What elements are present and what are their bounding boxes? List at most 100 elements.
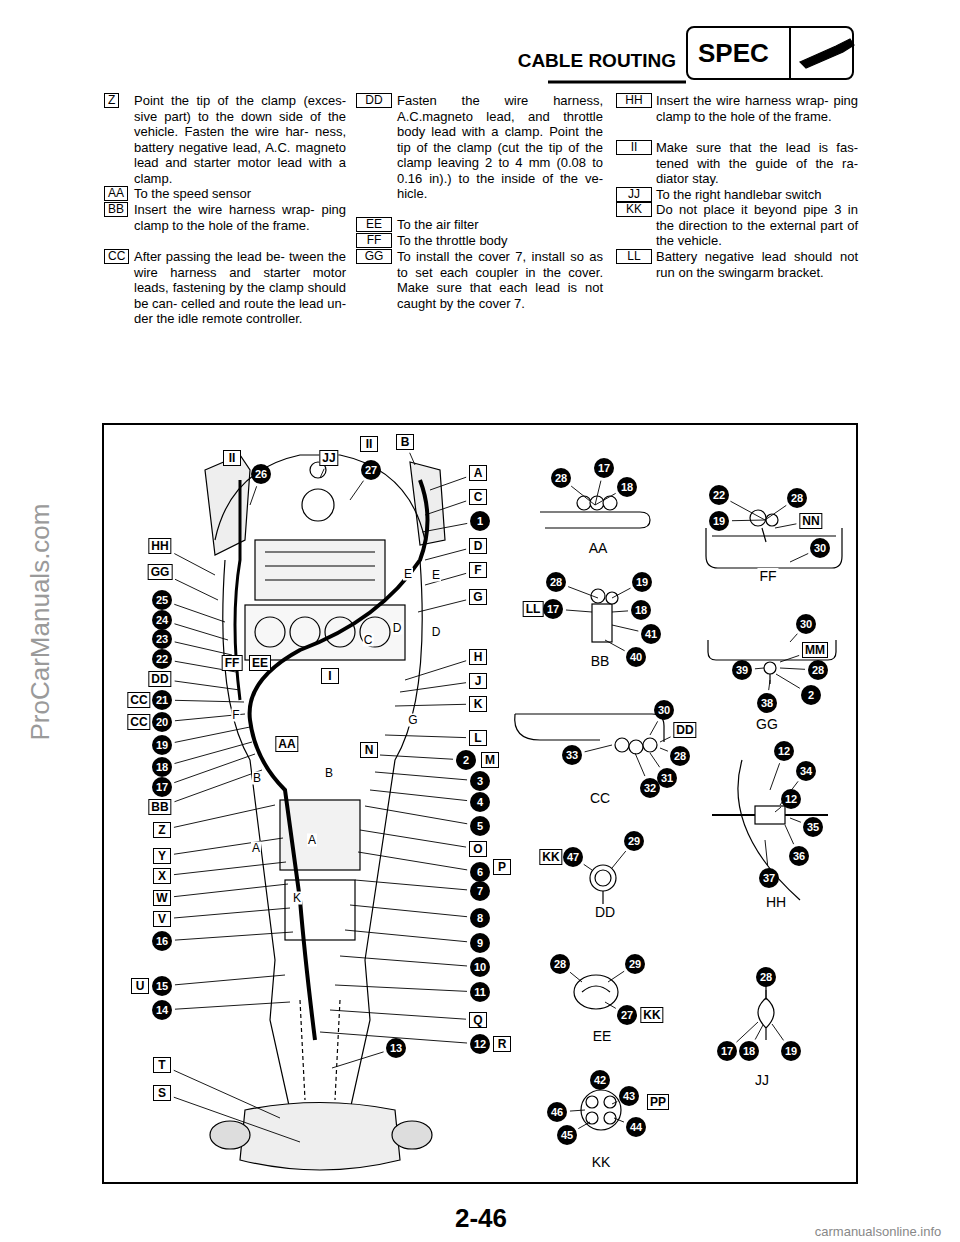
leader-line: [418, 600, 466, 612]
note-text: Insert the wire harness wrap- ping clamp…: [134, 202, 346, 233]
leader-line: [174, 604, 225, 622]
callout-number: 17: [717, 1041, 737, 1061]
callout-letter: W: [153, 890, 171, 906]
routing-letter: K: [292, 892, 302, 905]
callout-letter: R: [493, 1036, 511, 1052]
callout-number: 30: [796, 614, 816, 634]
note-text: To the right handlebar switch: [656, 187, 858, 203]
note-letter: FF: [356, 233, 392, 248]
routing-letter: A: [251, 842, 261, 855]
callout-letter: Q: [469, 1012, 487, 1028]
leader-line: [175, 700, 244, 702]
leader-line: [425, 549, 466, 560]
inset-caption: DD: [593, 904, 617, 920]
routing-letter: F: [231, 709, 240, 722]
callout-number: 30: [654, 700, 674, 720]
callout-number: 25: [152, 590, 172, 610]
callout-number: 44: [626, 1117, 646, 1137]
callout-letter: V: [153, 911, 171, 927]
inset-caption: GG: [754, 716, 780, 732]
leader-line: [175, 642, 232, 655]
note-item: LLBattery negative lead should not run o…: [616, 249, 858, 280]
leader-line: [612, 851, 626, 868]
leader-line: [174, 884, 288, 897]
callout-letter: MM: [802, 642, 828, 658]
inset-caption: FF: [757, 568, 778, 584]
callout-number: 19: [152, 735, 172, 755]
note-text: To the air filter: [397, 217, 603, 233]
leader-line: [770, 763, 780, 790]
note-item: IIMake sure that the lead is fas- tened …: [616, 140, 858, 187]
callout-letter: S: [153, 1085, 171, 1101]
note-text: Point the tip of the clamp (exces- sive …: [134, 93, 346, 186]
leader-line: [174, 754, 255, 783]
leader-line: [775, 524, 796, 528]
leader-line: [405, 661, 466, 680]
callout-number: 11: [470, 982, 490, 1002]
leader-line: [785, 825, 794, 844]
callout-number: 3: [470, 771, 490, 791]
callout-number: 28: [670, 746, 690, 766]
note-item: KKDo not place it beyond pipe 3 in the d…: [616, 202, 858, 249]
leader-line: [570, 972, 582, 982]
leader-line: [571, 486, 595, 505]
leader-line: [612, 611, 628, 612]
note-letter: Z: [104, 93, 119, 108]
inset-caption: EE: [591, 1028, 614, 1044]
callout-number: 1: [470, 511, 490, 531]
callout-number: 7: [470, 881, 490, 901]
leader-line: [765, 840, 768, 865]
note-text: After passing the lead be- tween the wir…: [134, 249, 346, 327]
leader-line: [650, 721, 658, 735]
leader-line: [772, 1024, 784, 1040]
routing-letter: E: [403, 568, 413, 581]
callout-letter: U: [131, 978, 149, 994]
callout-letter: A: [469, 465, 487, 481]
note-text: To install the cover 7, install so as to…: [397, 249, 603, 311]
inset-caption: JJ: [753, 1072, 771, 1088]
leader-line: [570, 1110, 585, 1111]
callout-number: 17: [543, 599, 563, 619]
callout-letter: Y: [153, 848, 171, 864]
callout-letter: G: [469, 589, 487, 605]
leader-line: [790, 818, 801, 822]
leader-line: [780, 668, 805, 669]
callout-number: 28: [550, 954, 570, 974]
leader-line: [780, 655, 799, 662]
callout-letter: EE: [249, 655, 271, 671]
callout-number: 10: [470, 957, 490, 977]
note-text: To the throttle body: [397, 233, 603, 249]
leader-line: [422, 523, 467, 532]
leader-line: [605, 640, 625, 651]
leader-line: [250, 486, 257, 505]
routing-letter: B: [324, 767, 334, 780]
leader-line: [175, 1002, 290, 1009]
callout-number: 28: [787, 488, 807, 508]
leader-line: [330, 1010, 466, 1019]
note-letter: LL: [616, 249, 652, 264]
callout-letter: T: [153, 1057, 171, 1073]
leader-line: [585, 745, 612, 752]
leader-line: [584, 864, 592, 870]
leader-line: [332, 1052, 384, 1068]
section-tab: SPEC: [686, 26, 854, 80]
watermark: ProCarManuals.com: [25, 504, 56, 741]
note-letter: II: [616, 140, 652, 155]
callout-number: 18: [631, 600, 651, 620]
leader-line: [370, 790, 467, 801]
routing-letter: G: [407, 714, 418, 727]
note-text: Fasten the wire harness, A.C.magneto lea…: [397, 93, 603, 202]
callout-letter: B: [396, 434, 414, 450]
callout-number: 27: [617, 1005, 637, 1025]
page-number: 2-46: [455, 1203, 507, 1234]
section-label: SPEC: [698, 38, 769, 68]
callout-letter: BB: [148, 799, 171, 815]
note-letter: EE: [356, 217, 392, 232]
leader-line: [790, 634, 797, 642]
callout-number: 14: [152, 1000, 172, 1020]
leader-line: [175, 742, 252, 764]
callout-number: 28: [756, 967, 776, 987]
callout-number: 38: [757, 693, 777, 713]
callout-number: 33: [562, 745, 582, 765]
inset-caption: KK: [590, 1154, 613, 1170]
